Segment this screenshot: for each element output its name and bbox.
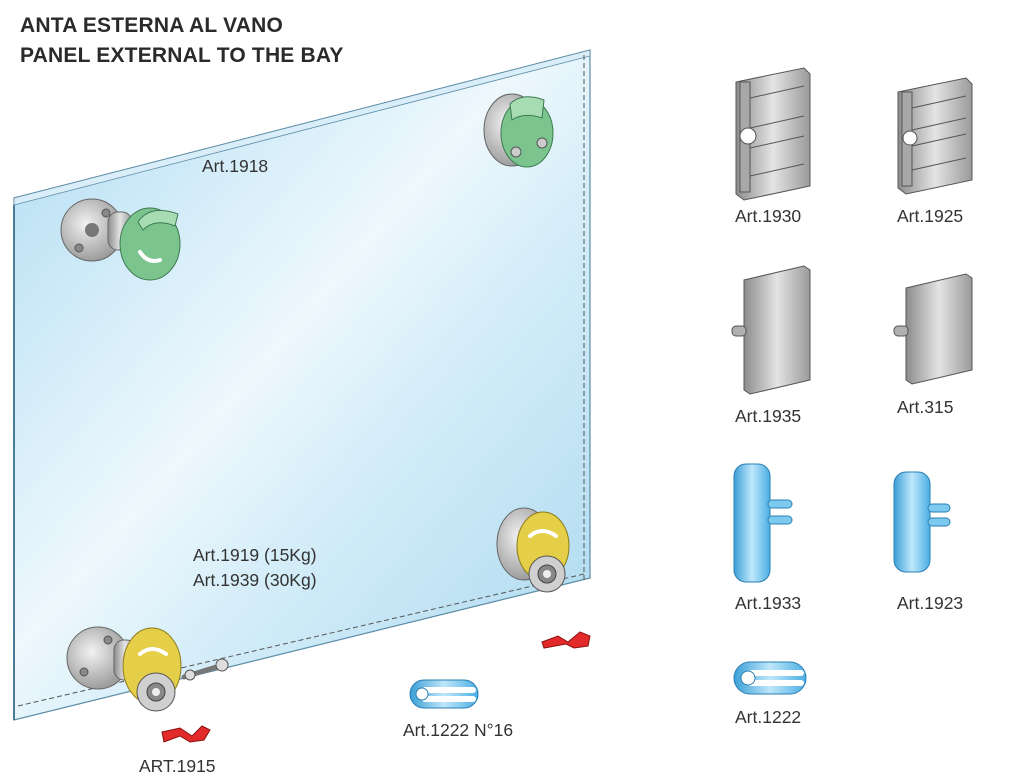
profile-art-1925 <box>897 77 973 195</box>
label-art-1918: Art.1918 <box>202 156 269 176</box>
label-art-1939: Art.1939 (30Kg) <box>193 570 317 590</box>
page-title-line2: PANEL EXTERNAL TO THE BAY <box>20 44 344 67</box>
top-right-hanger <box>483 93 554 168</box>
bottom-right-roller <box>496 507 570 593</box>
clip-art-1222 <box>733 661 807 695</box>
label-art-1923: Art.1923 <box>897 593 964 613</box>
label-art-1930: Art.1930 <box>735 206 802 226</box>
bottom-left-roller <box>66 626 229 712</box>
blue-endcap-art-1933 <box>733 463 793 583</box>
red-stopper-right <box>541 631 591 649</box>
label-art-1925: Art.1925 <box>897 206 964 226</box>
clip-art-1222-n16 <box>409 679 479 709</box>
blue-endcap-art-1923 <box>893 471 951 573</box>
label-art-1915: ART.1915 <box>139 756 216 776</box>
endcap-art-1935 <box>731 265 811 395</box>
page-title-line1: ANTA ESTERNA AL VANO <box>20 14 284 37</box>
label-art-1222: Art.1222 <box>735 707 802 727</box>
red-stopper-bottom <box>161 725 211 743</box>
top-left-hanger <box>60 198 181 281</box>
profile-art-1930 <box>735 67 811 201</box>
label-art-315: Art.315 <box>897 397 954 417</box>
label-art-1935: Art.1935 <box>735 406 802 426</box>
label-art-1933: Art.1933 <box>735 593 802 613</box>
label-art-1222-n16: Art.1222 N°16 <box>403 720 514 740</box>
endcap-art-315 <box>893 273 973 385</box>
label-art-1919: Art.1919 (15Kg) <box>193 545 317 565</box>
